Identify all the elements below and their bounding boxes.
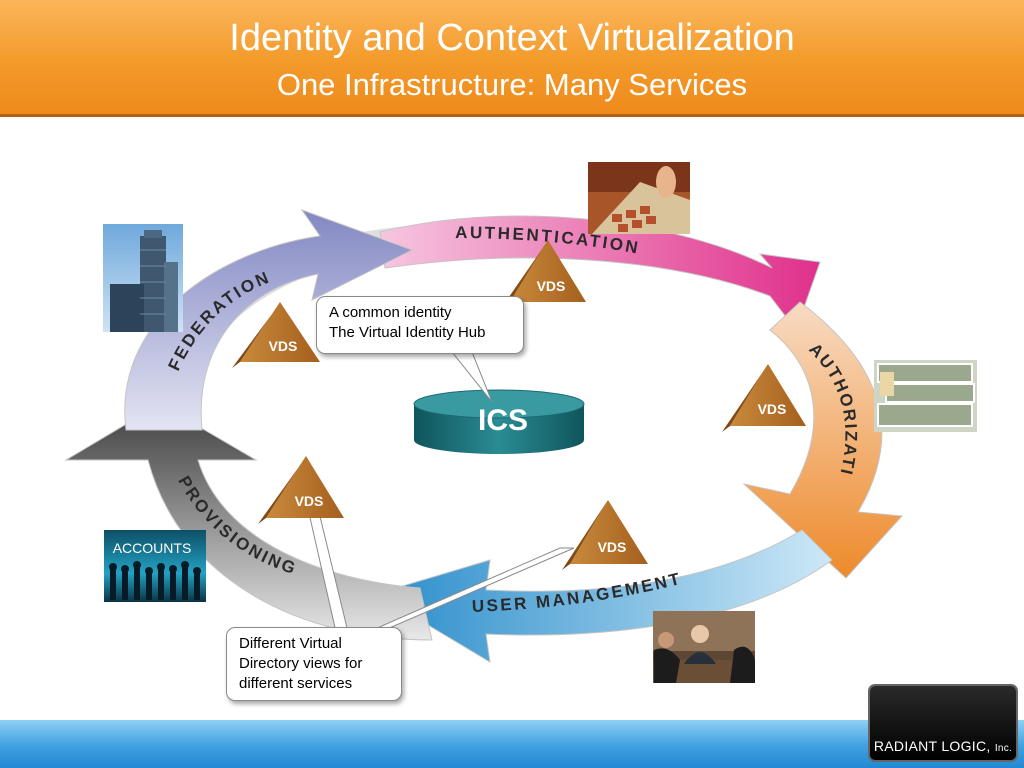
logo-name: RADIANT LOGIC,	[873, 738, 991, 754]
views-callout-line-3: different services	[239, 675, 353, 692]
vds-node-provisioning: VDS	[258, 456, 344, 524]
vds-node-authentication: VDS	[500, 240, 586, 310]
keypad-finger-photo	[588, 162, 690, 234]
vds-label: VDS	[598, 539, 627, 555]
hub-callout: A common identity The Virtual Identity H…	[316, 296, 524, 354]
slide-subtitle: One Infrastructure: Many Services	[276, 67, 748, 102]
views-callout-line-1: Different Virtual	[239, 635, 342, 652]
vds-label: VDS	[269, 338, 298, 354]
vds-label: VDS	[758, 401, 787, 417]
skyscraper-photo	[103, 224, 183, 332]
vds-label: VDS	[295, 493, 324, 509]
vds-node-user-management: VDS	[562, 500, 648, 570]
vds-node-authorization: VDS	[722, 364, 806, 432]
vds-label: VDS	[537, 278, 566, 294]
ics-label: ICS	[478, 404, 528, 437]
slide-footer-bar	[0, 720, 1024, 768]
views-callout-line-2: Directory views for	[239, 655, 363, 672]
money-stacks-photo	[874, 360, 977, 432]
hub-callout-line-1: A common identity	[329, 304, 452, 321]
slide-title: Identity and Context Virtualization	[229, 17, 795, 59]
views-callout: Different Virtual Directory views for di…	[226, 627, 402, 701]
ics-hub-database-cylinder-icon: ICS	[413, 389, 585, 454]
business-meeting-photo	[653, 611, 755, 683]
accounts-photo: ACCOUNTS	[104, 530, 206, 602]
logo-suffix: Inc.	[994, 743, 1013, 754]
radiant-logic-logo: RADIANT LOGIC, Inc.	[870, 686, 1016, 760]
hub-callout-line-2: The Virtual Identity Hub	[329, 324, 486, 341]
radiant-logic-logo-text: RADIANT LOGIC, Inc.	[870, 738, 1016, 754]
provisioning-arrow: PROVISIONING	[64, 403, 433, 641]
slide-header: Identity and Context Virtualization One …	[0, 0, 1024, 117]
vds-node-federation: VDS	[232, 302, 320, 368]
accounts-label: ACCOUNTS	[113, 540, 192, 556]
